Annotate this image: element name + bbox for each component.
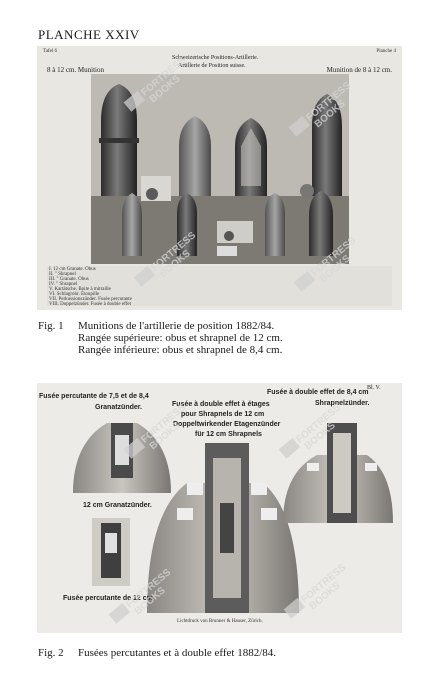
plate-2-fuse-illustration <box>73 423 393 613</box>
legend-line: III. " Granate. Obus <box>49 277 89 282</box>
fuse-label-bottom-left: Fusée percutante de 12 cm <box>63 595 153 602</box>
fuse-label-top-left-de: Granatzünder. <box>95 404 143 411</box>
figure-2-number: Fig. 2 <box>38 647 64 659</box>
plate-2-imprint: Lichtdruck von Brunner & Hauser, Zürich. <box>177 619 263 624</box>
plate-1-corner-left: Tafel 6 <box>43 49 57 54</box>
caption-line: Fusées percutantes et à double effet 188… <box>78 647 277 659</box>
legend-line: II. " Shrapnel <box>49 272 76 277</box>
legend-line: IV. " Shrapnel <box>49 282 78 287</box>
caption-line: Rangée supérieure: obus et shrapnel de 1… <box>78 332 283 344</box>
figure-1-caption: Fig. 1 Munitions de l'artillerie de posit… <box>38 320 283 356</box>
legend-line: VII. Perkussionszünder. Fusée percutante <box>49 297 132 302</box>
caption-line: Rangée inférieure: obus et shrapnel de 8… <box>78 344 283 356</box>
plate-1-title-de: Schweizerische Positions-Artillerie. <box>172 55 259 61</box>
page-title: PLANCHE XXIV <box>38 27 140 42</box>
plate-1-corner-right: Planche 4 <box>376 49 396 54</box>
plate-1-label-right: Munition de 8 à 12 cm. <box>326 66 392 74</box>
caption-line: Munitions de l'artillerie de position 18… <box>78 320 275 332</box>
fuse-label-center-4: für 12 cm Shrapnels <box>195 431 262 438</box>
figure-2-caption: Fig. 2 Fusées percutantes et à double eff… <box>38 647 276 659</box>
fuse-label-center-3: Doppeltwirkender Etagenzünder <box>173 421 281 428</box>
legend-line: I. 12 cm Granate. Obus <box>49 267 96 272</box>
plate-2-photo: Fusée percutante de 7,5 et de 8,4 Granat… <box>37 383 402 633</box>
fuse-label-top-right-de: Shrapnelzünder. <box>315 400 370 407</box>
fuse-label-left-mid: 12 cm Granatzünder. <box>83 502 152 509</box>
plate-1-title-fr: Artillerie de Position suisse. <box>178 63 246 69</box>
legend-line: V. Kartätsche. Boite à mitraille <box>49 287 111 292</box>
fuse-label-top-left: Fusée percutante de 7,5 et de 8,4 <box>39 393 149 400</box>
legend-line: VI. Schlagrohr. Étoupille <box>49 292 100 297</box>
figure-1-number: Fig. 1 <box>38 320 64 332</box>
fuse-label-center-2: pour Shrapnels de 12 cm <box>181 411 265 418</box>
plate-1-label-left: 8 à 12 cm. Munition <box>47 66 104 74</box>
legend-line: VIII. Doppelzünder. Fusée à double effet <box>49 302 131 307</box>
fuse-label-center-1: Fusée à double effet à étages <box>172 401 270 408</box>
plate-1-photo: Tafel 6 Planche 4 Schweizerische Positio… <box>37 46 402 310</box>
fuse-label-top-right: Fusée à double effet de 8,4 cm <box>267 389 369 396</box>
plate-2-tag: Bl. V. <box>367 385 381 391</box>
